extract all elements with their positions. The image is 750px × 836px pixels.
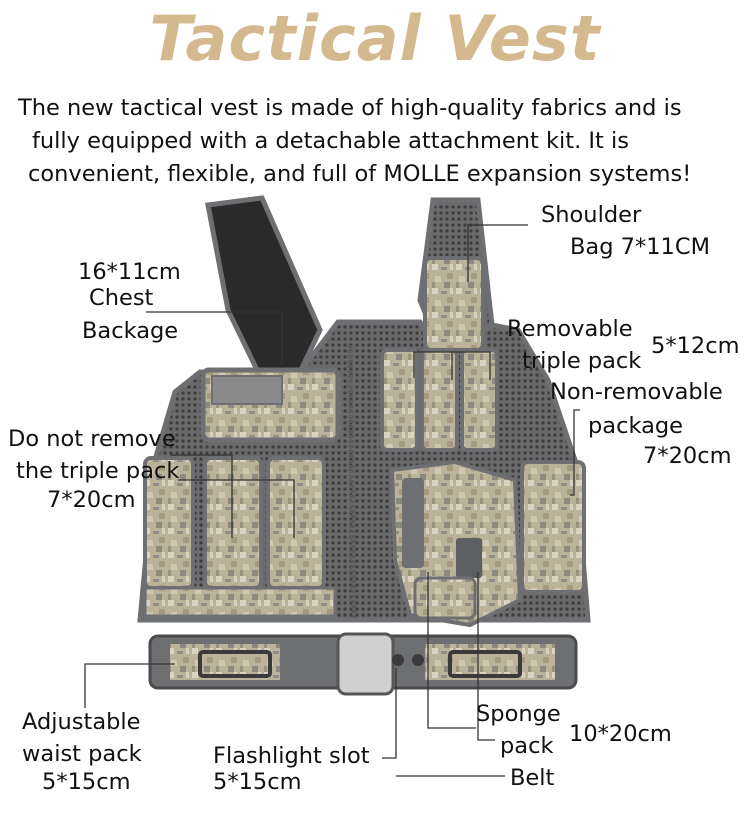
removable-pack-size: 5*12cm: [651, 333, 740, 359]
chest-pouch-label: Chest: [89, 285, 154, 311]
removable-pack-label: Removable: [507, 316, 633, 342]
description-line: fully equipped with a detachable attachm…: [32, 128, 629, 154]
non-removable-package: [520, 460, 586, 594]
belt-label: Belt: [510, 765, 555, 791]
description-line: convenient, flexible, and full of MOLLE …: [28, 161, 692, 187]
shoulder-bag-size: Bag 7*11CM: [570, 234, 710, 260]
non-removable-label-line2: package: [588, 413, 683, 439]
non-removable-size: 7*20cm: [643, 443, 732, 469]
waist-pack-label: Adjustable: [22, 709, 141, 735]
sponge-pack-label: Sponge: [476, 701, 561, 727]
removable-triple-pack: [380, 348, 499, 452]
description-line: The new tactical vest is made of high-qu…: [18, 95, 682, 121]
fixed-triple-size: 7*20cm: [47, 487, 136, 513]
waist-belt: [148, 632, 578, 696]
flashlight-slot-size: 5*15cm: [213, 769, 302, 795]
shoulder-bag-label: Shoulder: [541, 202, 642, 228]
fixed-triple-pack: [143, 456, 337, 618]
removable-pack-label-line2: triple pack: [522, 348, 642, 374]
flashlight-slot-label: Flashlight slot: [213, 743, 370, 769]
page-title: Tactical Vest: [149, 2, 601, 75]
leader-lines: [84, 224, 580, 777]
waist-pack-label-line2: waist pack: [22, 741, 142, 767]
chest-pouch: [200, 367, 341, 443]
product-description: The new tactical vest is made of high-qu…: [18, 92, 748, 191]
sponge-pack-label-line2: pack: [500, 733, 554, 759]
waist-pack-size: 5*15cm: [42, 769, 131, 795]
fixed-triple-label: Do not remove: [8, 426, 176, 452]
non-removable-label: Non-removable: [550, 379, 723, 405]
shoulder-bag: [423, 256, 485, 352]
chest-pouch-size: 16*11cm: [78, 259, 181, 285]
chest-pouch-label-line2: Backage: [82, 318, 179, 344]
fixed-triple-label-line2: the triple pack: [16, 458, 180, 484]
sponge-pack-size: 10*20cm: [569, 721, 672, 747]
sponge-pack: [389, 459, 523, 628]
